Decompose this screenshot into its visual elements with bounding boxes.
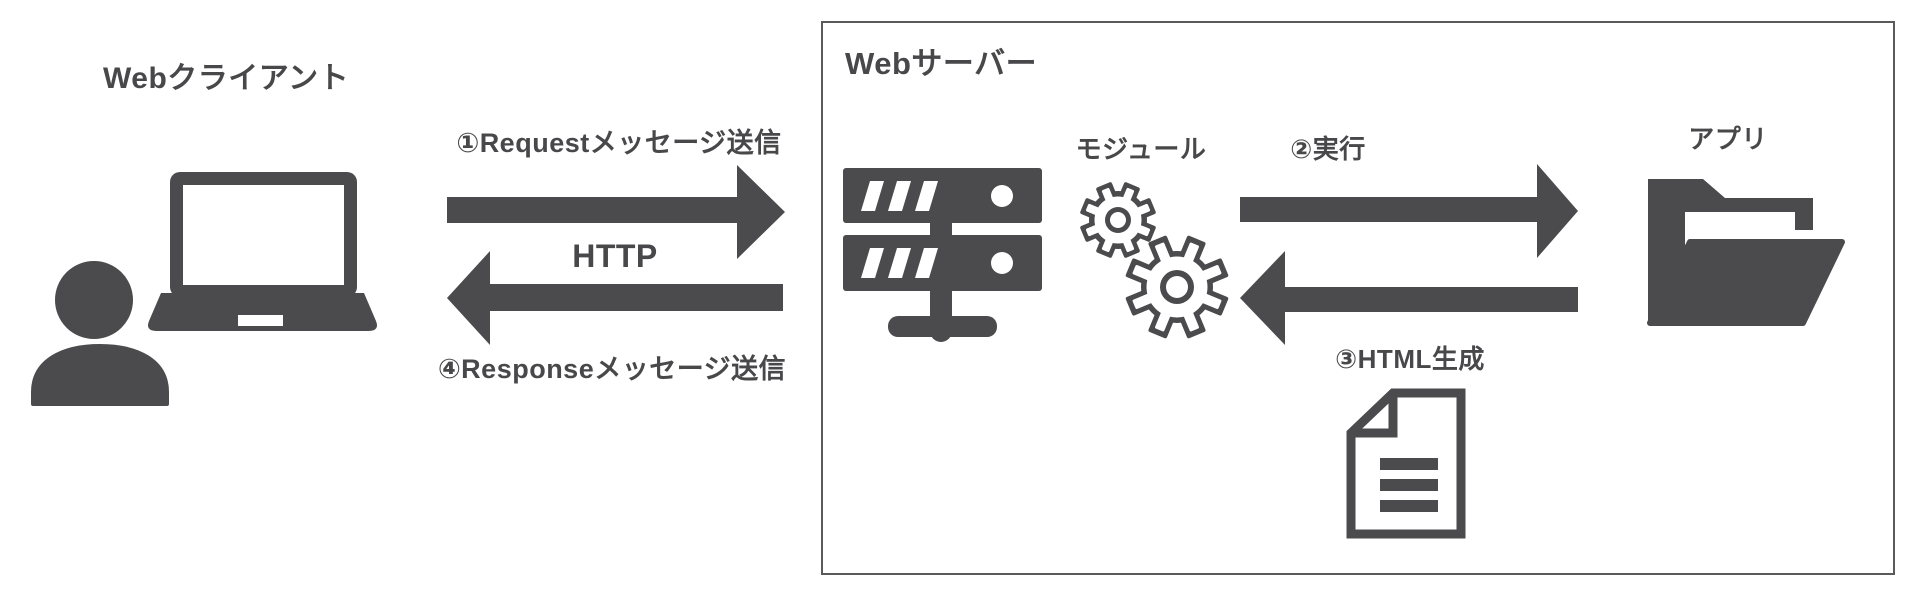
server-title: Webサーバー (845, 46, 1038, 81)
client-title: Webクライアント (103, 62, 350, 95)
html-return-arrow (1240, 251, 1578, 345)
web-server-box (821, 21, 1895, 575)
app-label: アプリ (1688, 124, 1768, 154)
laptop-icon (148, 172, 377, 331)
http-protocol-label: HTTP (572, 238, 658, 274)
server-rack-icon (843, 168, 1042, 342)
response-label: ④Responseメッセージ送信 (437, 354, 787, 384)
execute-label: ②実行 (1290, 134, 1366, 164)
response-arrow (447, 251, 783, 345)
gears-icon (1080, 182, 1229, 339)
request-arrow (447, 165, 785, 259)
html-generate-label: ③HTML生成 (1335, 344, 1485, 374)
execute-arrow (1240, 164, 1578, 258)
user-silhouette-icon (31, 261, 169, 406)
open-folder-icon (1647, 179, 1845, 326)
module-label: モジュール (1075, 134, 1207, 164)
document-icon (1346, 388, 1466, 539)
request-label: ①Requestメッセージ送信 (456, 128, 782, 158)
